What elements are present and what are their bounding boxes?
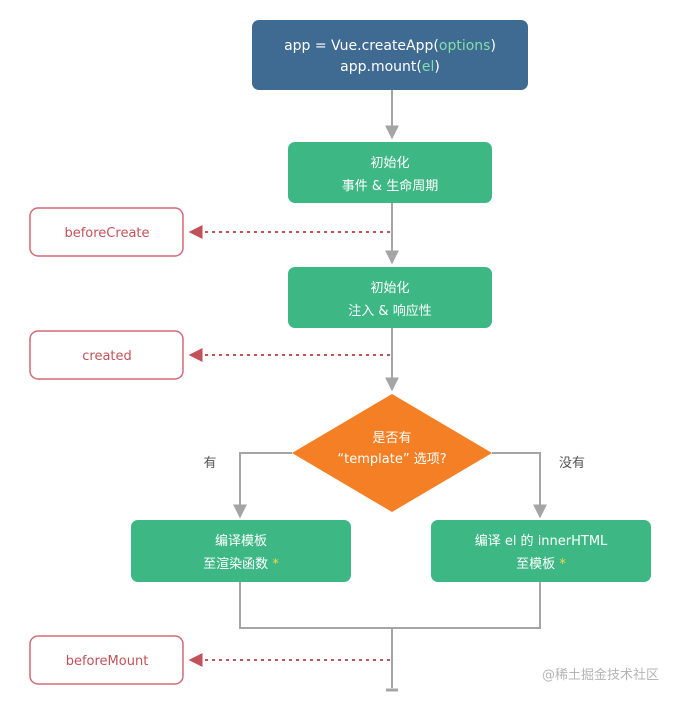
hook-created-label: created [82, 349, 132, 364]
start-code-line-1: app = Vue.createApp(options) [284, 38, 496, 54]
merge-line [239, 582, 541, 629]
compile-template-box: 编译模板 至渲染函数 * [131, 520, 351, 582]
arrow-decision-to-yes-branch [233, 452, 292, 519]
template-decision: 是否有 “template” 选项? [292, 394, 492, 512]
connectors [233, 90, 547, 692]
start-code-line-2: app.mount(el) [340, 59, 440, 75]
init-events-subtitle: 事件 & 生命周期 [342, 178, 438, 194]
arrow-decision-to-no-branch [492, 452, 547, 519]
compile-el-line-2: 至模板 * [516, 557, 566, 572]
decision-line-1: 是否有 [372, 431, 411, 446]
hook-before-mount-label: beforeMount [66, 654, 149, 669]
branch-yes-label: 有 [203, 456, 216, 471]
hook-connectors [188, 225, 390, 667]
hook-before-mount: beforeMount [29, 635, 184, 685]
compile-el-line-1: 编译 el 的 innerHTML [475, 533, 608, 549]
compile-el-box: 编译 el 的 innerHTML 至模板 * [431, 520, 651, 582]
init-events-box: 初始化 事件 & 生命周期 [288, 142, 492, 203]
watermark: @稀土掘金技术社区 [541, 668, 659, 683]
init-events-title: 初始化 [370, 156, 409, 171]
compile-template-line-2: 至渲染函数 * [203, 557, 279, 572]
init-injections-title: 初始化 [370, 281, 409, 296]
init-injections-subtitle: 注入 & 响应性 [348, 303, 431, 319]
start-box: app = Vue.createApp(options) app.mount(e… [252, 20, 528, 90]
init-injections-box: 初始化 注入 & 响应性 [288, 267, 492, 328]
compile-template-line-1: 编译模板 [215, 534, 267, 549]
hook-before-create-label: beforeCreate [64, 226, 149, 241]
decision-line-2: “template” 选项? [337, 452, 446, 467]
star-icon: * [559, 557, 566, 572]
hook-created: created [29, 330, 184, 380]
branch-no-label: 没有 [559, 456, 585, 471]
star-icon: * [272, 557, 279, 572]
hook-before-create: beforeCreate [29, 207, 184, 257]
